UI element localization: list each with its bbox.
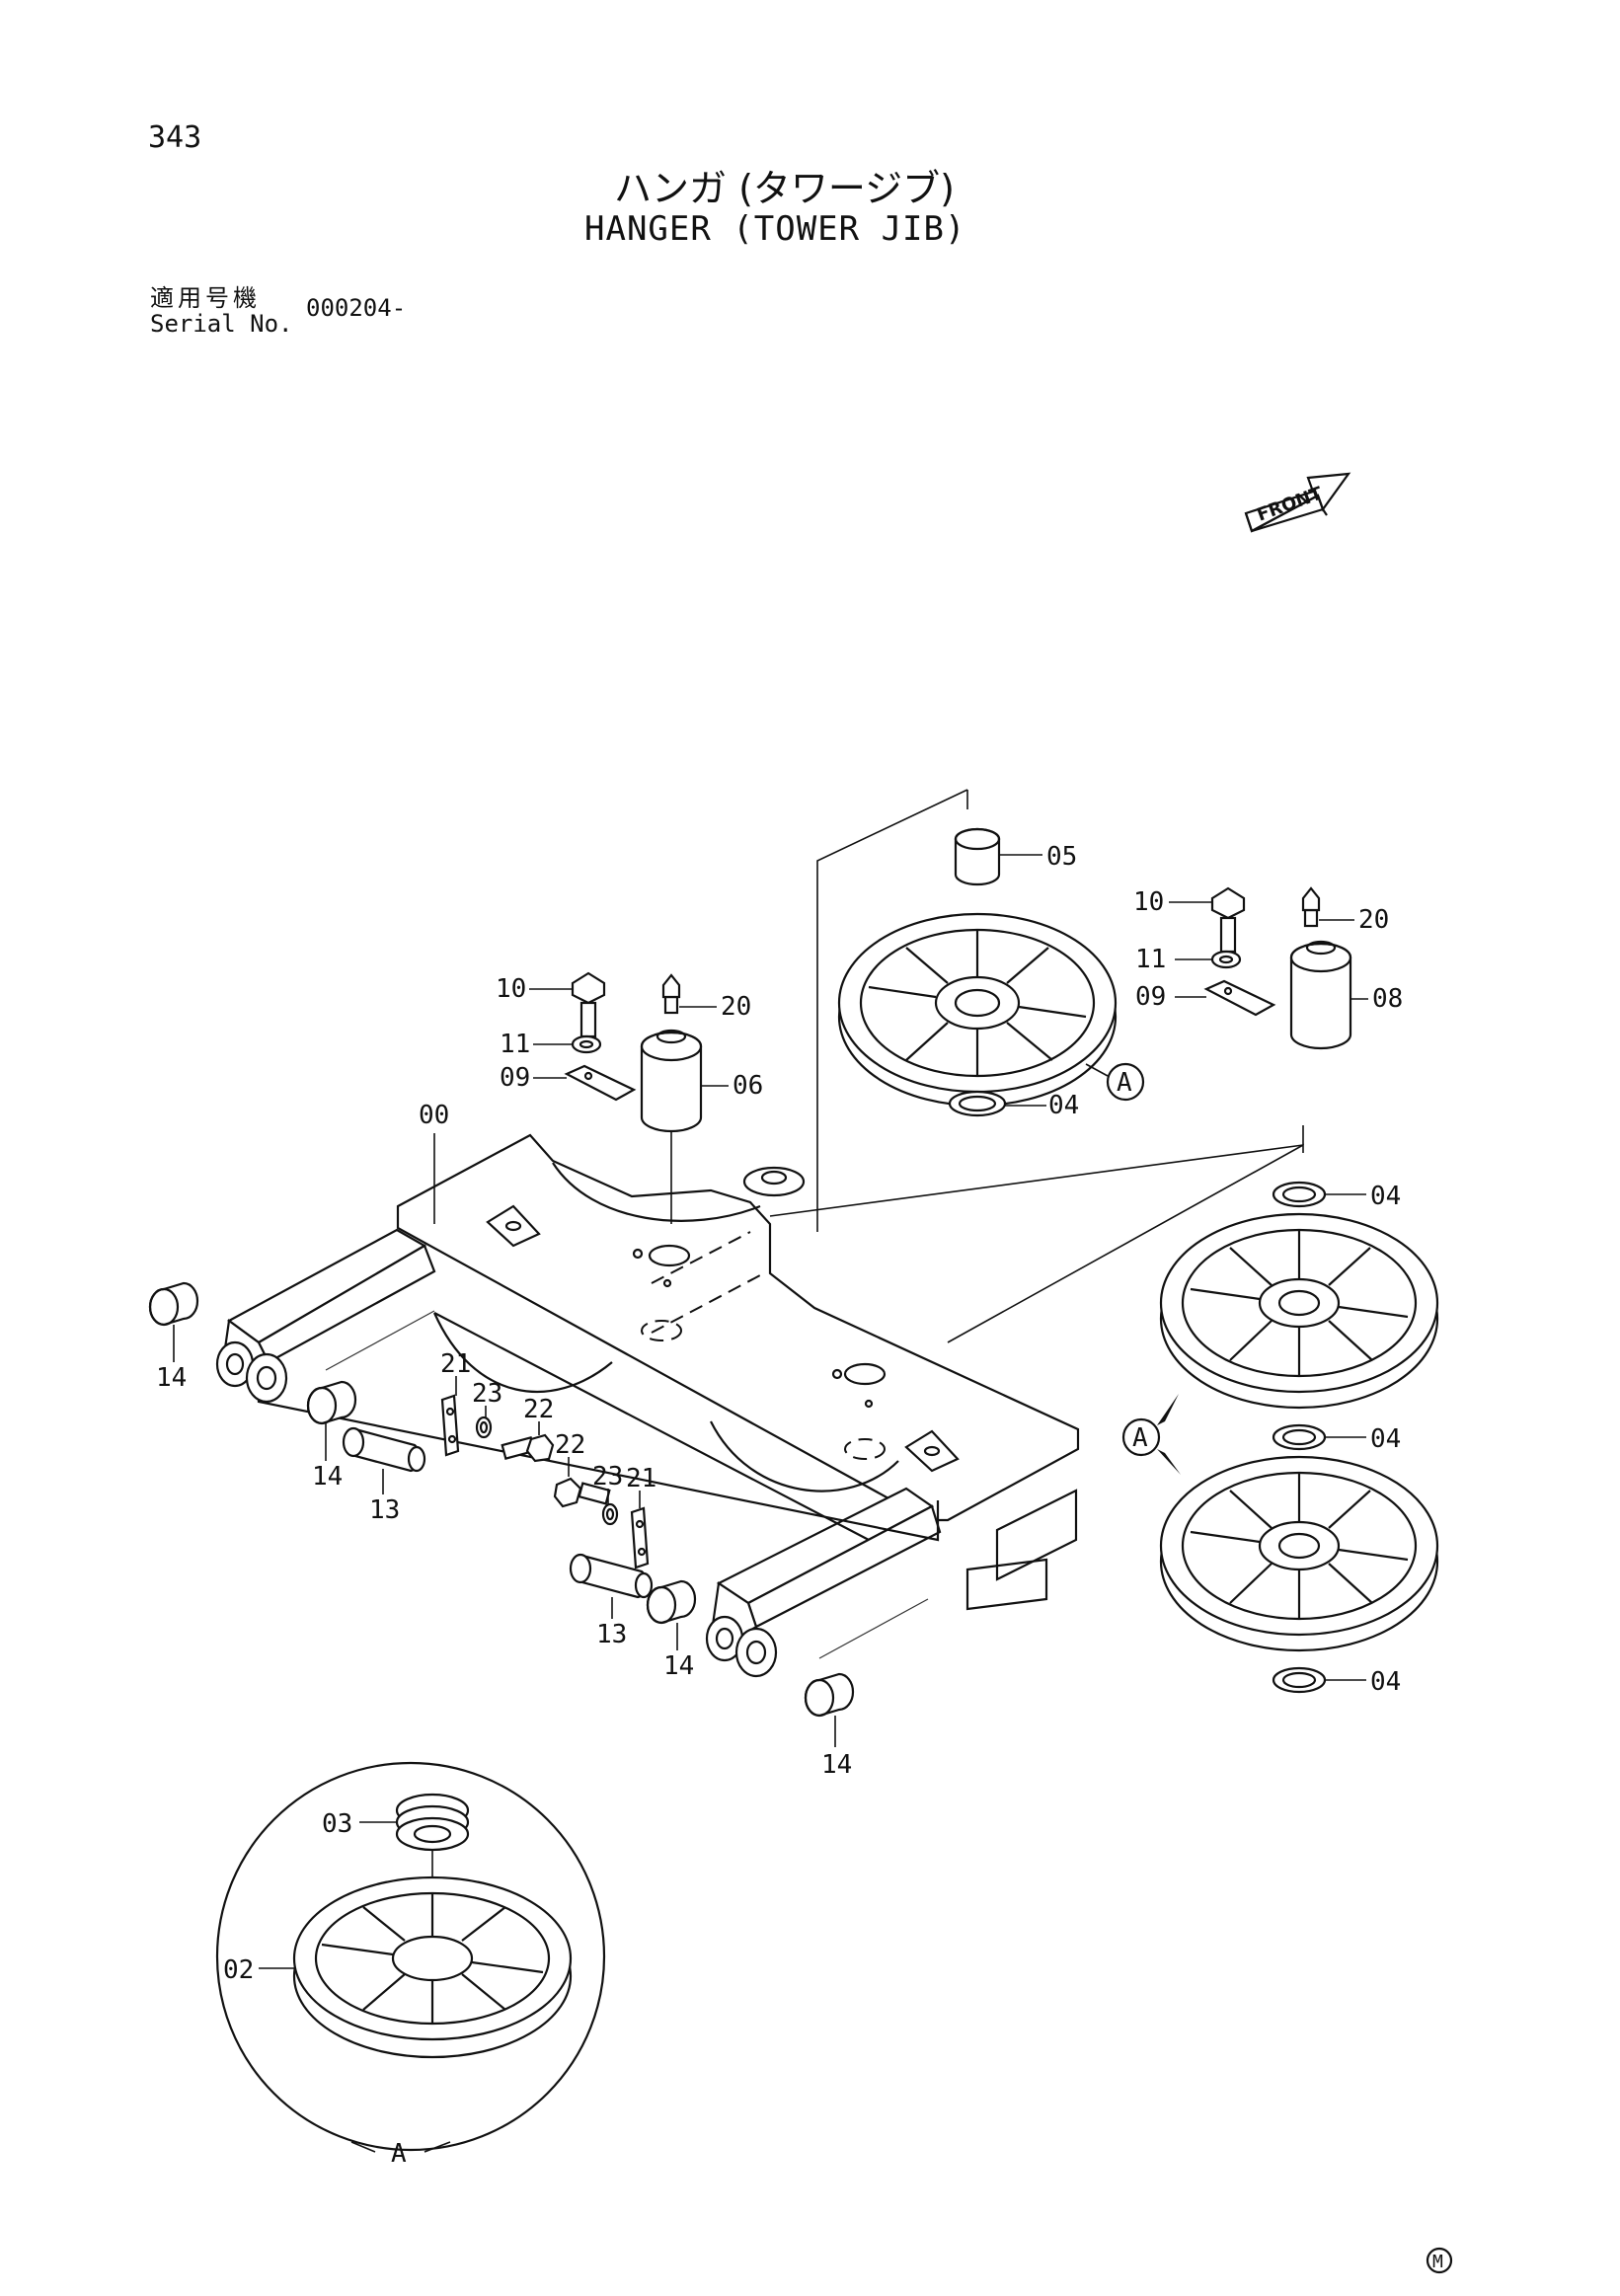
callout-09-right: 09: [1135, 982, 1166, 1012]
callout-06: 06: [733, 1071, 763, 1101]
front-direction-arrow: FRONT: [1244, 472, 1351, 533]
callout-21-lower: 21: [626, 1464, 656, 1493]
callout-11-left: 11: [500, 1030, 530, 1059]
callout-20-right: 20: [1358, 905, 1389, 935]
callout-22-upper: 22: [523, 1395, 554, 1424]
callout-13-lower: 13: [596, 1620, 627, 1649]
callout-04-right-bottom: 04: [1370, 1667, 1401, 1697]
page-title-japanese: ハンガ (タワージブ): [614, 167, 955, 210]
callout-14-left: 14: [312, 1462, 343, 1492]
callout-05: 05: [1046, 842, 1077, 872]
left-hardware: [148, 1281, 855, 1718]
callout-08: 08: [1372, 984, 1403, 1014]
callout-02: 02: [223, 1955, 254, 1985]
callout-21-upper: 21: [440, 1349, 471, 1379]
part-05-bushing: [954, 827, 1001, 886]
serial-label-english: Serial No.: [150, 310, 293, 338]
callout-13-upper: 13: [369, 1495, 400, 1525]
callout-04-right-top: 04: [1370, 1182, 1401, 1211]
callout-04-right-middle: 04: [1370, 1424, 1401, 1454]
detail-a-marker-upper: A: [1117, 1068, 1132, 1098]
left-pin-group: [564, 971, 703, 1133]
right-sheave-stack: [1159, 1181, 1439, 1694]
callout-20-left: 20: [721, 992, 751, 1022]
page-title-english: HANGER (TOWER JIB): [584, 209, 966, 249]
detail-a-view: [215, 1761, 606, 2152]
serial-label-japanese: 適用号機: [150, 284, 261, 312]
callout-22-lower: 22: [555, 1430, 585, 1460]
hanger-frame: [215, 1133, 1080, 1678]
corner-mark: M: [1432, 2252, 1443, 2272]
callout-10-left: 10: [496, 974, 526, 1004]
callout-23-lower: 23: [592, 1462, 623, 1492]
callout-10-right: 10: [1133, 887, 1164, 917]
callout-14-bottom: 14: [821, 1750, 852, 1780]
callout-03: 03: [322, 1809, 352, 1839]
page-number: 343: [148, 120, 202, 155]
detail-a-caption: A: [391, 2139, 407, 2169]
serial-number-value: 000204-: [306, 294, 407, 322]
callout-00: 00: [419, 1101, 449, 1130]
callout-04-upper: 04: [1048, 1091, 1079, 1120]
callout-09-left: 09: [500, 1063, 530, 1093]
detail-a-marker-right: A: [1132, 1423, 1148, 1453]
right-pin-group: [1203, 886, 1352, 1050]
callout-23-upper: 23: [472, 1379, 502, 1409]
callout-11-right: 11: [1135, 945, 1166, 974]
callout-14-topleft: 14: [156, 1363, 187, 1393]
callout-14-middle: 14: [663, 1651, 694, 1681]
upper-sheave: [837, 912, 1118, 1108]
part-04-seal-upper: [948, 1090, 1007, 1117]
